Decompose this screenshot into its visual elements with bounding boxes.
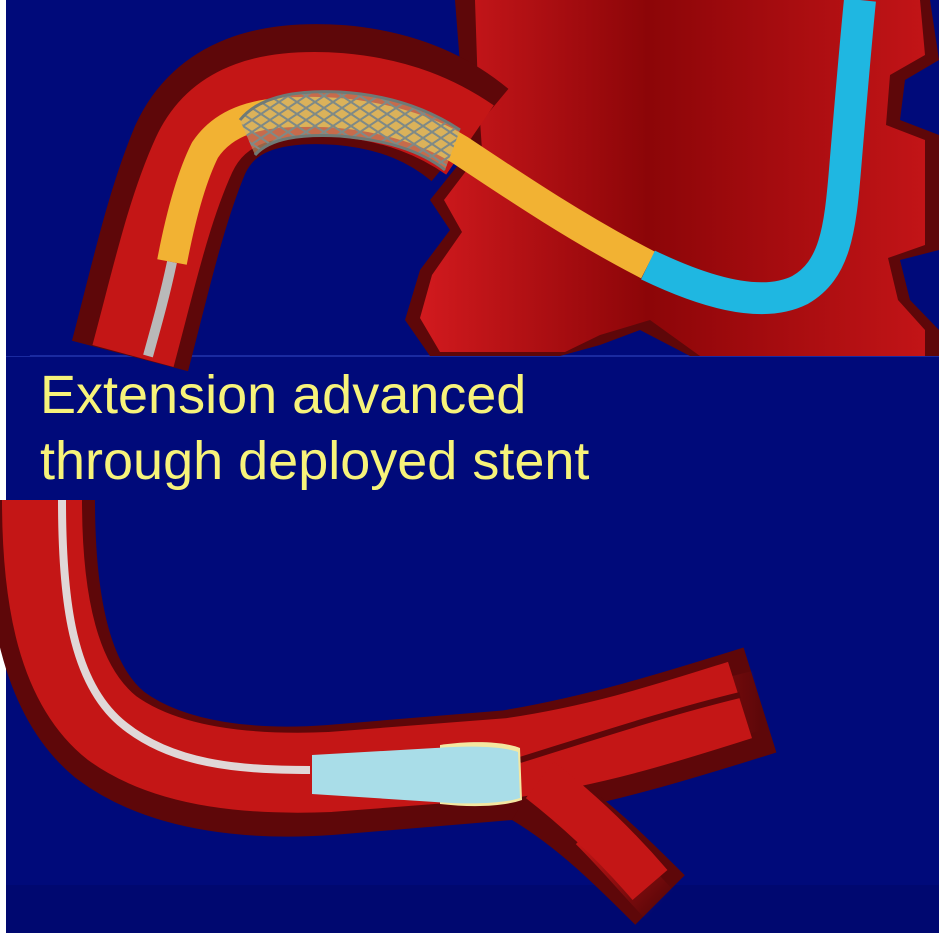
- caption-line-2: through deployed stent: [40, 428, 589, 494]
- caption-line-1: Extension advanced: [40, 362, 589, 428]
- caption: Extension advanced through deployed sten…: [40, 362, 589, 494]
